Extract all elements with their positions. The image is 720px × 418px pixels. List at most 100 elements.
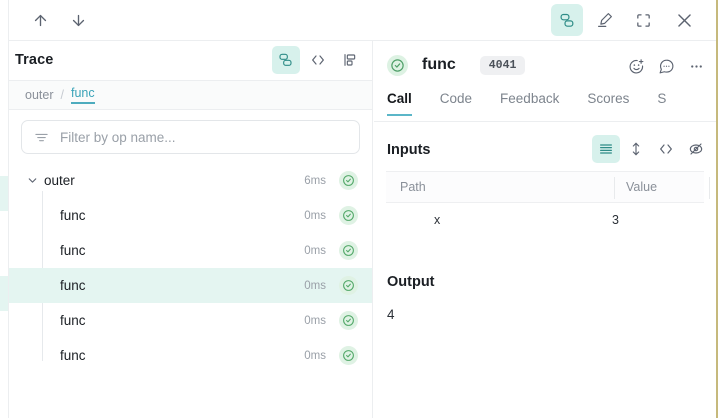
status-badge <box>339 311 358 330</box>
filter-container: Filter by op name... <box>9 110 372 163</box>
table-row[interactable]: func 0ms <box>9 233 372 268</box>
tab-scores[interactable]: Scores <box>587 91 630 106</box>
table-row[interactable]: func 0ms <box>9 268 372 303</box>
inputs-title: Inputs <box>387 142 431 158</box>
inputs-view-switcher <box>592 135 710 163</box>
page-title: func <box>422 56 456 73</box>
column-header-value[interactable]: Value <box>626 180 658 194</box>
inputs-expand-button[interactable] <box>622 135 650 163</box>
tree-view-icon <box>342 52 358 68</box>
inputs-hide-button[interactable] <box>682 135 710 163</box>
tab-call[interactable]: Call <box>387 89 412 116</box>
table-row[interactable]: x 3 <box>386 203 704 239</box>
call-detail-panel: func 4041 <box>374 41 716 418</box>
trace-panel-header: Trace <box>9 41 372 81</box>
success-check-icon <box>339 311 358 330</box>
inputs-table-header: Path Value <box>386 171 710 203</box>
trace-view-code-button[interactable] <box>304 46 332 74</box>
trace-view-tree-button[interactable] <box>272 46 300 74</box>
table-row[interactable]: outer 6ms <box>9 163 372 198</box>
success-check-icon <box>339 276 358 295</box>
trace-title: Trace <box>15 52 54 68</box>
success-check-icon <box>390 58 405 73</box>
close-button[interactable] <box>668 4 700 36</box>
tree-row-label: outer <box>44 173 75 188</box>
tree-row-label: func <box>60 313 86 328</box>
filter-input-wrapper[interactable]: Filter by op name... <box>21 120 360 154</box>
inputs-section-header: Inputs <box>374 129 716 171</box>
status-badge <box>339 171 358 190</box>
status-badge <box>339 346 358 365</box>
chevron-down-icon[interactable] <box>26 174 39 187</box>
tab-code[interactable]: Code <box>439 91 473 106</box>
status-badge <box>339 241 358 260</box>
sliver-highlight-selected <box>0 276 8 311</box>
breadcrumb-item-root[interactable]: outer <box>25 88 54 102</box>
annotate-button[interactable] <box>589 4 621 36</box>
breadcrumb-separator: / <box>60 88 64 102</box>
table-row[interactable]: func 0ms <box>9 338 372 373</box>
column-header-path[interactable]: Path <box>400 180 426 194</box>
stacked-layers-icon <box>278 52 294 68</box>
tree-row-label: func <box>60 208 86 223</box>
comment-button[interactable] <box>652 52 680 80</box>
inputs-cell-path: x <box>434 213 441 227</box>
trace-tree-toggle-button[interactable] <box>551 4 583 36</box>
filter-input-placeholder: Filter by op name... <box>60 129 176 145</box>
fullscreen-button[interactable] <box>627 4 659 36</box>
trace-view-switcher <box>272 46 364 74</box>
sliver-highlight-upper <box>0 176 8 211</box>
stacked-layers-icon <box>559 12 576 29</box>
call-detail-header: func 4041 <box>374 41 716 89</box>
inputs-view-code-button[interactable] <box>652 135 680 163</box>
arrow-down-icon <box>70 12 87 29</box>
tree-row-label: func <box>60 348 86 363</box>
code-brackets-icon <box>310 52 326 68</box>
tab-summary[interactable]: S <box>657 91 667 106</box>
call-header-actions <box>622 52 710 80</box>
tree-row-duration: 0ms <box>304 279 326 292</box>
table-row[interactable]: func 0ms <box>9 303 372 338</box>
column-divider <box>709 177 710 199</box>
output-value: 4 <box>387 307 395 322</box>
table-row[interactable]: func 0ms <box>9 198 372 233</box>
code-brackets-icon <box>658 141 674 157</box>
column-divider <box>614 177 615 199</box>
eye-off-icon <box>688 141 704 157</box>
left-edge-sliver <box>0 0 9 418</box>
arrow-up-icon <box>32 12 49 29</box>
inputs-view-list-button[interactable] <box>592 135 620 163</box>
success-check-icon <box>339 206 358 225</box>
tree-row-duration: 0ms <box>304 349 326 362</box>
detail-tabs: Call Code Feedback Scores S <box>374 89 716 122</box>
fullscreen-icon <box>635 12 652 29</box>
tab-feedback[interactable]: Feedback <box>500 91 560 106</box>
more-options-button[interactable] <box>682 52 710 80</box>
tree-row-duration: 0ms <box>304 209 326 222</box>
add-reaction-button[interactable] <box>622 52 650 80</box>
filter-lines-icon <box>34 130 49 145</box>
tree-row-duration: 0ms <box>304 314 326 327</box>
nav-previous-button[interactable] <box>24 4 56 36</box>
tree-row-duration: 0ms <box>304 244 326 257</box>
list-view-icon <box>598 141 614 157</box>
close-icon <box>675 11 694 30</box>
breadcrumb-item-current[interactable]: func <box>70 86 95 104</box>
success-check-icon <box>339 241 358 260</box>
trace-view-flamegraph-button[interactable] <box>336 46 364 74</box>
output-title: Output <box>387 274 435 290</box>
highlighter-pen-icon <box>596 11 614 29</box>
inputs-table: Path Value x 3 <box>386 171 710 239</box>
status-badge <box>339 206 358 225</box>
call-id-badge[interactable]: 4041 <box>479 55 526 75</box>
trace-tree: outer 6ms func 0ms <box>9 163 372 373</box>
nav-next-button[interactable] <box>62 4 94 36</box>
right-edge-rule <box>716 0 718 418</box>
tree-row-duration: 6ms <box>304 174 326 187</box>
expand-vertical-icon <box>628 141 644 157</box>
tree-row-label: func <box>60 278 86 293</box>
inputs-cell-value: 3 <box>612 213 619 227</box>
top-toolbar <box>0 0 716 41</box>
status-badge <box>387 54 408 76</box>
